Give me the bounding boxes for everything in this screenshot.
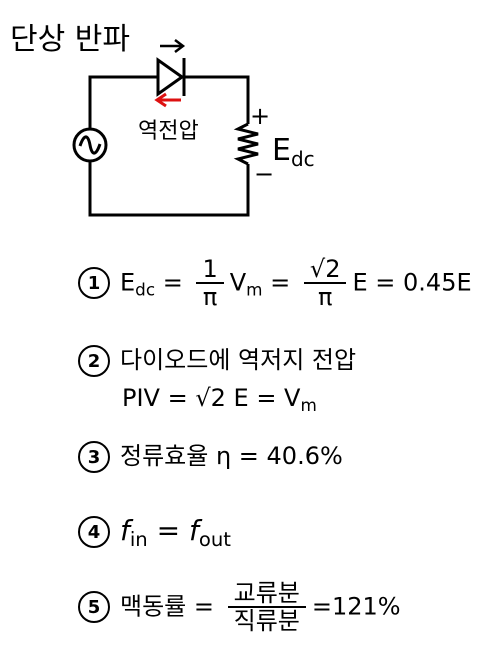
circuit-wire	[88, 75, 158, 128]
diode-icon	[156, 57, 185, 97]
number-badge-4: 4	[78, 516, 110, 548]
minus-sign: −	[254, 160, 274, 188]
number-badge-2: 2	[78, 345, 110, 377]
resistor-icon	[233, 122, 259, 166]
sine-wave-icon	[78, 135, 102, 155]
piv-formula: PIV = √2 E = Vm	[122, 384, 317, 415]
number-badge-3: 3	[78, 441, 110, 473]
reverse-arrow-icon	[154, 92, 181, 108]
page-title: 단상 반파	[10, 22, 130, 57]
circuit-wire	[88, 162, 250, 217]
ac-source-icon	[72, 127, 108, 163]
plus-sign: +	[250, 102, 270, 130]
half-wave-circuit: 역전압 + − Edc	[72, 39, 315, 217]
output-voltage-label: Edc	[272, 133, 315, 171]
circuit-wire	[183, 75, 250, 124]
number-badge-1: 1	[78, 267, 110, 300]
reverse-voltage-label: 역전압	[138, 119, 199, 144]
number-badge-5: 5	[78, 591, 110, 624]
